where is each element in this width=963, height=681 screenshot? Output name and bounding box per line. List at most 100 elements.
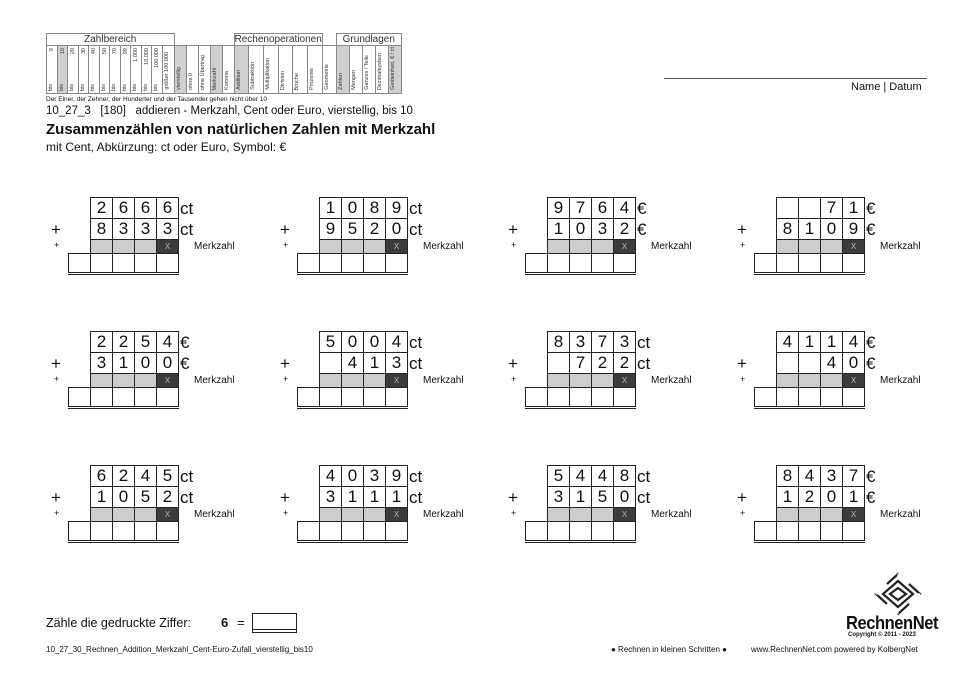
result-cell[interactable] — [319, 387, 342, 409]
carry-cell[interactable] — [363, 239, 386, 254]
result-cell[interactable] — [776, 521, 799, 543]
carry-cell[interactable] — [569, 239, 592, 254]
count-digit: 6 — [221, 615, 229, 630]
carry-cell[interactable] — [134, 373, 157, 388]
result-cell[interactable] — [156, 521, 179, 543]
carry-cell[interactable] — [319, 239, 342, 254]
digit-cell: 8 — [776, 465, 799, 487]
result-cell[interactable] — [820, 253, 843, 275]
result-cell[interactable] — [547, 521, 570, 543]
result-cell[interactable] — [90, 521, 113, 543]
carry-cell[interactable] — [776, 239, 799, 254]
carry-cell[interactable] — [798, 239, 821, 254]
result-cell[interactable] — [319, 253, 342, 275]
result-cell[interactable] — [363, 253, 386, 275]
result-cell[interactable] — [798, 521, 821, 543]
result-cell[interactable] — [776, 387, 799, 409]
result-cell[interactable] — [569, 387, 592, 409]
result-cell[interactable] — [820, 521, 843, 543]
carry-cell[interactable] — [90, 239, 113, 254]
carry-cell[interactable] — [341, 239, 364, 254]
result-cell[interactable] — [569, 521, 592, 543]
result-cell[interactable] — [547, 253, 570, 275]
carry-cell[interactable] — [363, 507, 386, 522]
digit-cell: 3 — [820, 465, 843, 487]
result-cell[interactable] — [613, 387, 636, 409]
result-cell[interactable] — [385, 253, 408, 275]
grundlagen-col: Ganzes / Teile — [361, 45, 376, 94]
result-cell[interactable] — [776, 253, 799, 275]
result-cell[interactable] — [569, 253, 592, 275]
result-cell[interactable] — [341, 387, 364, 409]
result-cell[interactable] — [363, 521, 386, 543]
carry-cell[interactable] — [776, 507, 799, 522]
carry-cell[interactable] — [112, 507, 135, 522]
result-cell[interactable] — [134, 387, 157, 409]
carry-cell[interactable] — [591, 507, 614, 522]
carry-cell[interactable] — [134, 239, 157, 254]
digit-cell: 2 — [798, 486, 821, 508]
zahlbereich-value: 20 — [70, 48, 76, 55]
carry-cell[interactable] — [319, 507, 342, 522]
carry-cell[interactable] — [547, 373, 570, 388]
result-cell[interactable] — [820, 387, 843, 409]
digit-cell: 9 — [547, 197, 570, 219]
result-cell[interactable] — [319, 521, 342, 543]
result-cell[interactable] — [363, 387, 386, 409]
result-cell[interactable] — [341, 521, 364, 543]
carry-cell[interactable] — [591, 373, 614, 388]
result-cell[interactable] — [90, 387, 113, 409]
result-cell[interactable] — [591, 253, 614, 275]
carry-cell[interactable] — [341, 507, 364, 522]
result-cell[interactable] — [547, 387, 570, 409]
carry-cell[interactable] — [820, 239, 843, 254]
carry-cell[interactable] — [341, 373, 364, 388]
carry-cell[interactable] — [798, 507, 821, 522]
carry-cell[interactable] — [569, 373, 592, 388]
result-cell[interactable] — [842, 253, 865, 275]
count-equals: = — [237, 615, 245, 630]
count-answer-box[interactable] — [252, 613, 297, 633]
carry-cell[interactable] — [776, 373, 799, 388]
carry-cell[interactable] — [820, 507, 843, 522]
result-cell[interactable] — [613, 253, 636, 275]
carry-cell[interactable] — [547, 239, 570, 254]
result-cell[interactable] — [156, 387, 179, 409]
carry-cell[interactable] — [820, 373, 843, 388]
result-cell[interactable] — [842, 387, 865, 409]
digit-cell: 0 — [341, 331, 364, 353]
digit-cell — [776, 197, 799, 219]
result-cell[interactable] — [591, 387, 614, 409]
carry-cell[interactable] — [363, 373, 386, 388]
result-cell[interactable] — [112, 387, 135, 409]
result-cell[interactable] — [134, 253, 157, 275]
carry-cell[interactable] — [319, 373, 342, 388]
result-cell[interactable] — [591, 521, 614, 543]
carry-cell[interactable] — [591, 239, 614, 254]
carry-cell[interactable] — [90, 507, 113, 522]
result-cell[interactable] — [385, 521, 408, 543]
carry-cell[interactable] — [798, 373, 821, 388]
result-cell[interactable] — [798, 253, 821, 275]
carry-cell[interactable] — [112, 239, 135, 254]
result-cell[interactable] — [341, 253, 364, 275]
result-cell[interactable] — [112, 253, 135, 275]
result-cell[interactable] — [112, 521, 135, 543]
carry-cell[interactable] — [112, 373, 135, 388]
result-cell[interactable] — [385, 387, 408, 409]
result-cell[interactable] — [156, 253, 179, 275]
result-cell[interactable] — [842, 521, 865, 543]
result-cell[interactable] — [798, 387, 821, 409]
carry-cell[interactable] — [134, 507, 157, 522]
digit-cell: 5 — [341, 218, 364, 240]
result-cell[interactable] — [613, 521, 636, 543]
carry-cell[interactable] — [569, 507, 592, 522]
result-cell[interactable] — [134, 521, 157, 543]
carry-cell[interactable] — [547, 507, 570, 522]
carry-cell[interactable] — [90, 373, 113, 388]
result-cell[interactable] — [90, 253, 113, 275]
empty-cell — [525, 253, 548, 275]
